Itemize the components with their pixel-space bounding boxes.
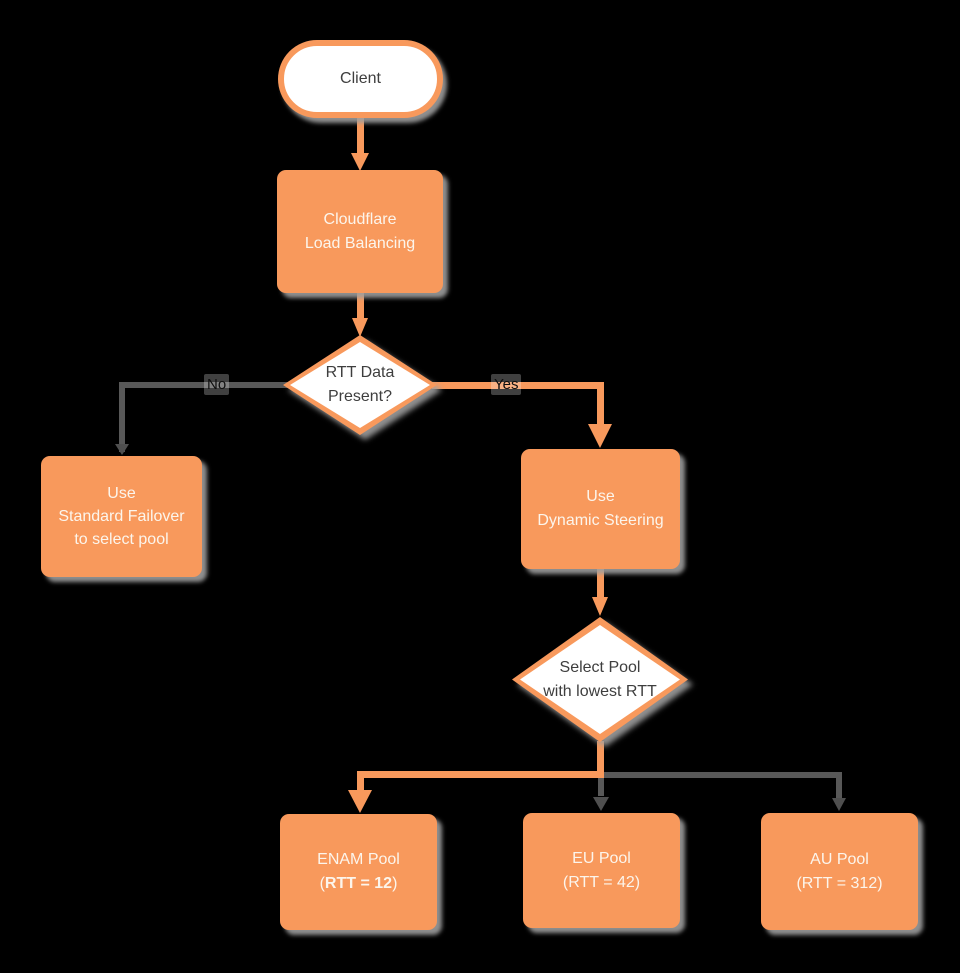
select-pool-decision: Select Pool with lowest RTT <box>512 617 688 742</box>
arrowhead-to-au-pool <box>832 798 846 811</box>
cloudflare-label-line2: Load Balancing <box>304 234 416 252</box>
edge-select-pool-stem <box>597 741 604 778</box>
edge-label-yes: Yes <box>491 374 522 395</box>
cloudflare-load-balancing-node: Cloudflare Load Balancing <box>277 170 443 293</box>
au-pool-line1: AU Pool <box>810 850 869 868</box>
edge-client-to-cloudflare <box>357 116 364 158</box>
enam-rtt-paren-open: ( <box>319 875 325 892</box>
client-node: Client <box>278 40 443 118</box>
eu-pool-line2: (RTT = 42) <box>562 873 641 891</box>
edge-cloudflare-to-rtt-decision <box>357 293 364 321</box>
rtt-decision-line1: RTT Data <box>325 364 395 381</box>
enam-pool-line2: (RTT = 12) <box>320 872 398 896</box>
client-label: Client <box>340 70 381 87</box>
enam-pool-node: ENAM Pool (RTT = 12) <box>280 814 437 930</box>
edge-dynamic-steering-to-select-pool <box>597 569 604 599</box>
edge-yes-vertical <box>597 382 604 426</box>
edge-to-eu-vertical <box>598 778 604 796</box>
arrowhead-dynamic-steering-to-select-pool <box>592 597 608 616</box>
standard-failover-line2: Standard Failover <box>58 508 185 525</box>
standard-failover-line1: Use <box>107 485 136 502</box>
edge-to-enam-horizontal <box>357 771 604 778</box>
arrowhead-client-to-cloudflare <box>351 153 369 171</box>
select-pool-line2: with lowest RTT <box>543 682 657 700</box>
dynamic-steering-node: Use Dynamic Steering <box>521 449 680 569</box>
rtt-decision-label: RTT Data Present? <box>283 335 437 435</box>
edge-to-enam-vertical <box>357 771 364 791</box>
arrowhead-to-enam-pool <box>348 790 372 813</box>
dynamic-steering-line1: Use <box>586 488 615 505</box>
standard-failover-node: Use Standard Failover to select pool <box>41 456 202 577</box>
edge-to-au-vertical <box>836 772 842 798</box>
arrowhead-no-to-standard-failover <box>115 444 129 455</box>
edge-no-vertical <box>119 382 125 452</box>
rtt-data-present-decision: RTT Data Present? <box>283 335 437 435</box>
edge-label-no: No <box>204 374 230 395</box>
au-pool-node: AU Pool (RTT = 312) <box>761 813 918 930</box>
enam-pool-line1: ENAM Pool <box>317 851 400 868</box>
standard-failover-line3: to select pool <box>74 531 169 548</box>
edge-to-au-horizontal <box>604 772 840 778</box>
arrowhead-cloudflare-to-rtt-decision <box>352 318 368 337</box>
arrowhead-to-eu-pool <box>593 797 609 811</box>
edge-no-horizontal <box>119 382 289 388</box>
cloudflare-label-line1: Cloudflare <box>323 210 397 228</box>
dynamic-steering-line2: Dynamic Steering <box>537 512 664 529</box>
eu-pool-line1: EU Pool <box>572 849 631 867</box>
select-pool-line1: Select Pool <box>559 658 641 676</box>
arrowhead-yes-to-dynamic-steering <box>588 424 612 448</box>
select-pool-label: Select Pool with lowest RTT <box>512 617 688 742</box>
eu-pool-node: EU Pool (RTT = 42) <box>523 813 680 928</box>
rtt-decision-line2: Present? <box>327 388 393 405</box>
au-pool-line2: (RTT = 312) <box>796 874 883 892</box>
enam-rtt-value: RTT = 12 <box>324 875 393 892</box>
edge-yes-horizontal <box>432 382 604 389</box>
enam-rtt-paren-close: ) <box>392 875 398 892</box>
